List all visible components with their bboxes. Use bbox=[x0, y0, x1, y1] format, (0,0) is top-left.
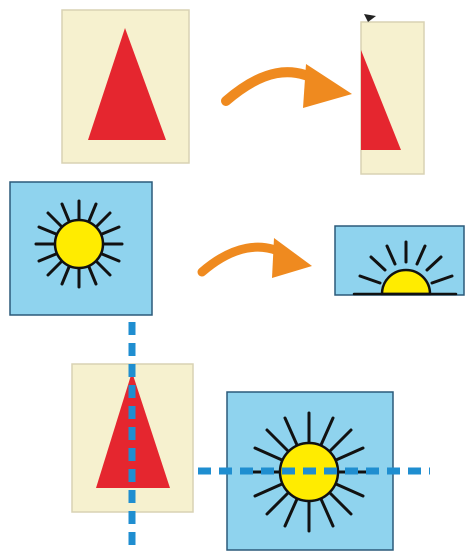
sun-card-full bbox=[9, 181, 153, 316]
corner-mark bbox=[364, 14, 376, 22]
sun-icon bbox=[34, 199, 124, 289]
sun-half-icon bbox=[352, 240, 458, 296]
curved-arrow-right-icon bbox=[197, 238, 312, 278]
red-triangle-icon bbox=[88, 28, 166, 140]
red-triangle-half-icon bbox=[361, 50, 401, 150]
curved-arrow-right-icon bbox=[221, 64, 352, 108]
triangle-card-full bbox=[61, 9, 190, 164]
sun-card-half bbox=[334, 225, 465, 296]
triangle-card-half bbox=[360, 14, 425, 175]
